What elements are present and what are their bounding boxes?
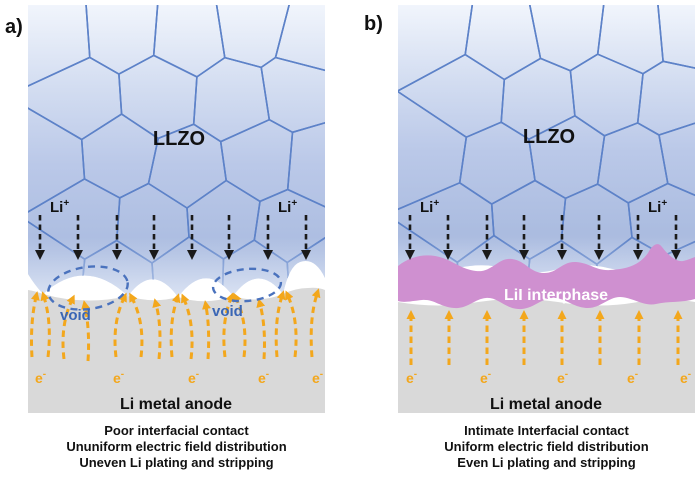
electron-arrow bbox=[129, 292, 144, 358]
electron-arrow bbox=[30, 291, 40, 358]
caption-line: Ununiform electric field distribution bbox=[66, 439, 287, 454]
void-label: void bbox=[60, 307, 91, 324]
panel-b-diagram: LLZO Li+ Li+ LiI interphase e- e- e- e- … bbox=[398, 5, 695, 413]
li-ion-arrow-head bbox=[519, 250, 529, 260]
li-ion-arrow-head bbox=[301, 250, 311, 260]
panel-a-caption: Poor interfacial contact Ununiform elect… bbox=[28, 423, 325, 471]
electron-label: e- bbox=[258, 369, 269, 386]
electron-arrow bbox=[285, 290, 298, 358]
grain-cell bbox=[274, 5, 325, 75]
li-ion-arrow-head bbox=[263, 250, 273, 260]
void-circle bbox=[47, 265, 129, 311]
electron-label: e- bbox=[312, 369, 323, 386]
electron-arrow bbox=[222, 292, 235, 358]
electron-label: e- bbox=[113, 369, 124, 386]
panel-b-caption: Intimate Interfacial contact Uniform ele… bbox=[398, 423, 695, 471]
caption-line: Uneven Li plating and stripping bbox=[79, 455, 274, 470]
electron-arrow bbox=[181, 293, 194, 360]
electrolyte-label: LLZO bbox=[153, 128, 205, 150]
li-ion-arrow-head bbox=[633, 250, 643, 260]
electron-label: e- bbox=[627, 369, 638, 386]
li-ion-arrow-head bbox=[224, 250, 234, 260]
electron-label: e- bbox=[680, 369, 691, 386]
caption-line: Even Li plating and stripping bbox=[457, 455, 636, 470]
anode-region bbox=[28, 287, 325, 413]
llzo-region bbox=[398, 5, 695, 273]
anode-region bbox=[398, 299, 695, 413]
void-label: void bbox=[212, 303, 243, 320]
caption-line: Uniform electric field distribution bbox=[444, 439, 649, 454]
li-flux-arrows bbox=[405, 215, 681, 260]
electrolyte-label: LLZO bbox=[523, 126, 575, 148]
li-ion-arrow-head bbox=[482, 250, 492, 260]
li-ion-arrow-head bbox=[671, 250, 681, 260]
electron-arrow bbox=[113, 292, 127, 358]
li-ion-arrow-head bbox=[73, 250, 83, 260]
li-ion-arrow-head bbox=[443, 250, 453, 260]
panel-a-diagram: LLZO Li+ Li+ void void e- e- e- e- e- Li… bbox=[28, 5, 325, 413]
caption-line: Intimate Interfacial contact bbox=[464, 423, 629, 438]
electron-arrow bbox=[152, 298, 162, 360]
li-ion-label: Li+ bbox=[278, 198, 297, 216]
li-ion-arrow-head bbox=[557, 250, 567, 260]
li-ion-label: Li+ bbox=[420, 198, 439, 216]
li-ion-arrow-head bbox=[149, 250, 159, 260]
anode-label: Li metal anode bbox=[120, 396, 232, 413]
electron-arrows bbox=[406, 310, 683, 365]
li-ion-arrow-head bbox=[112, 250, 122, 260]
electron-arrow bbox=[202, 300, 211, 360]
electron-arrow bbox=[61, 294, 75, 360]
electron-arrow bbox=[233, 292, 247, 358]
caption-line: Poor interfacial contact bbox=[104, 423, 249, 438]
llzo-region bbox=[28, 5, 325, 297]
electron-arrow bbox=[256, 298, 266, 360]
electron-arrow bbox=[40, 291, 51, 358]
li-ion-label: Li+ bbox=[648, 198, 667, 216]
electron-arrow bbox=[169, 293, 181, 358]
li-ion-arrow-head bbox=[405, 250, 415, 260]
electron-arrow bbox=[309, 288, 321, 358]
electron-arrow bbox=[81, 300, 91, 362]
electron-label: e- bbox=[480, 369, 491, 386]
grain-cell bbox=[655, 5, 695, 73]
electron-arrow bbox=[274, 290, 286, 358]
electron-label: e- bbox=[557, 369, 568, 386]
electron-label: e- bbox=[406, 369, 417, 386]
panel-a-tag: a) bbox=[5, 16, 23, 38]
li-flux-arrows bbox=[35, 215, 311, 260]
void-circle bbox=[211, 267, 283, 303]
panel-b-tag: b) bbox=[364, 13, 383, 35]
electron-label: e- bbox=[188, 369, 199, 386]
electron-label: e- bbox=[35, 369, 46, 386]
interphase-label: LiI interphase bbox=[504, 287, 608, 304]
li-ion-arrow-head bbox=[35, 250, 45, 260]
li-ion-arrow-head bbox=[594, 250, 604, 260]
electron-arrows bbox=[30, 288, 321, 362]
anode-label: Li metal anode bbox=[490, 396, 602, 413]
interphase-region bbox=[398, 244, 695, 310]
li-ion-arrow-head bbox=[187, 250, 197, 260]
li-ion-label: Li+ bbox=[50, 198, 69, 216]
